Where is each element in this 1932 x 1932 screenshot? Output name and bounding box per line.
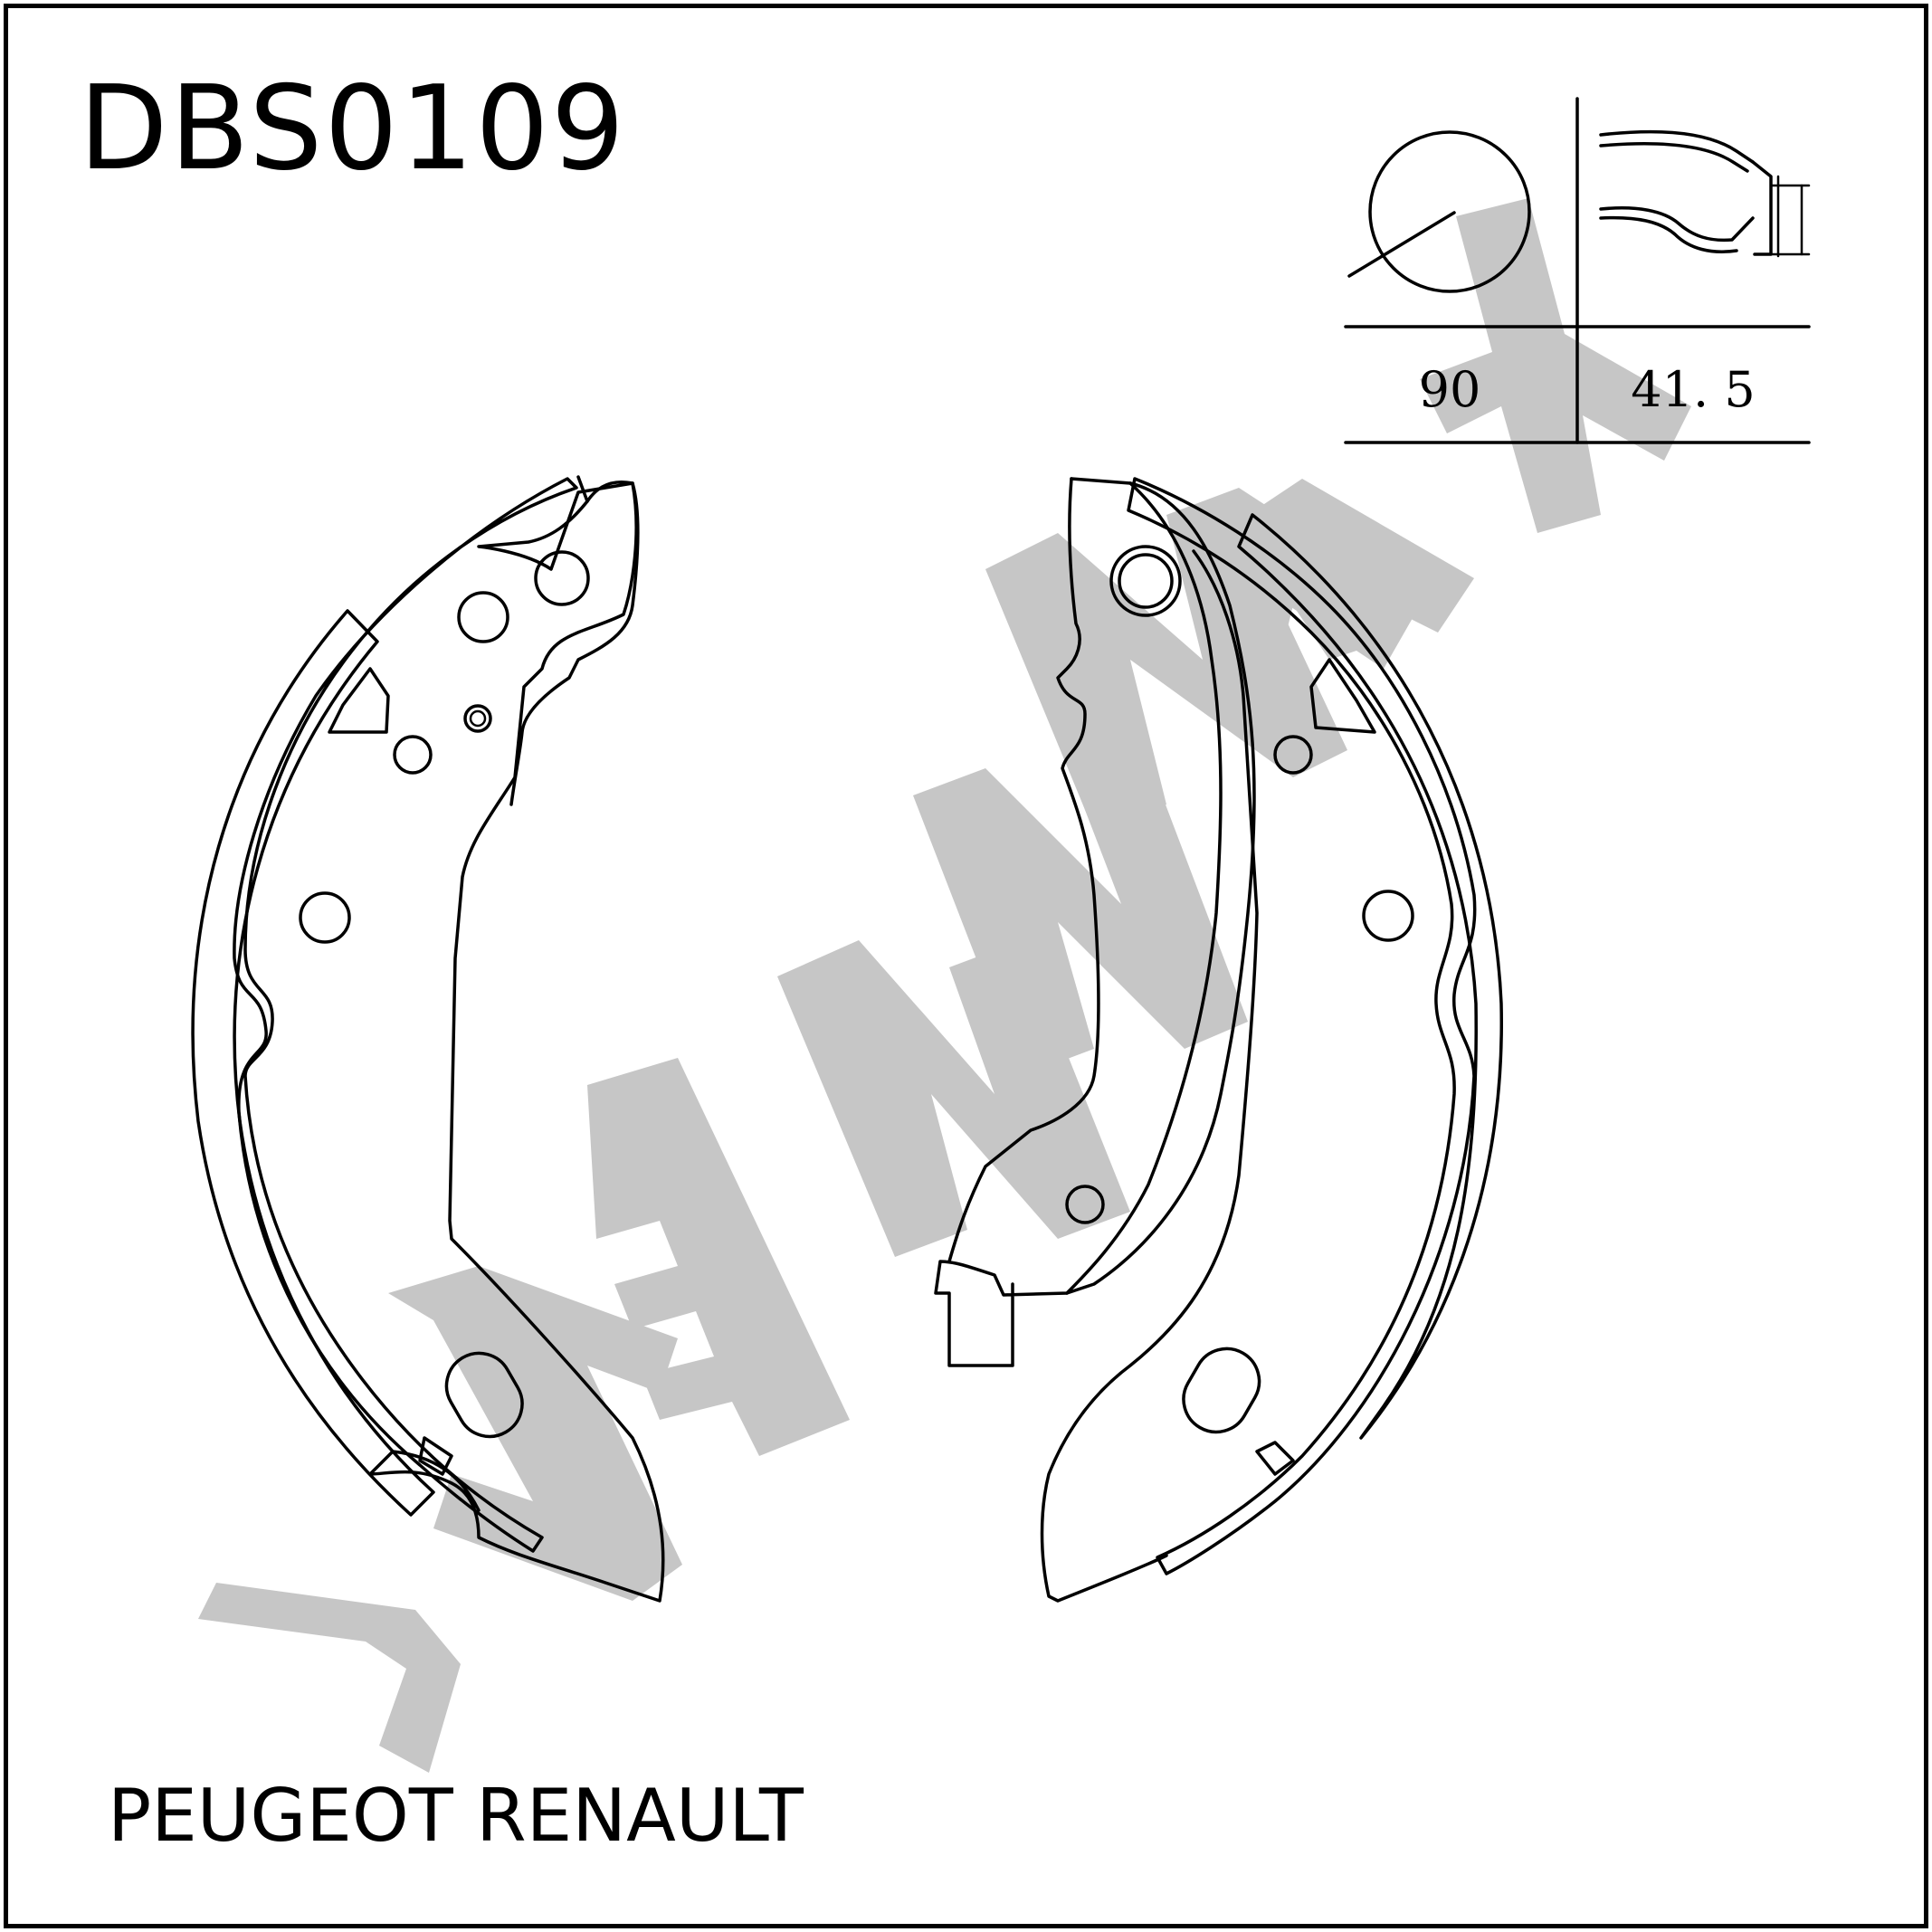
right-hole-mid (1362, 890, 1414, 942)
right-hole-upper (1273, 735, 1313, 775)
left-hole-mid (393, 735, 433, 775)
diameter-icon (1368, 130, 1531, 293)
left-hole-lower (299, 891, 351, 944)
width-value: 41. 5 (1631, 361, 1755, 418)
part-number-title: DBS0109 (79, 62, 627, 196)
diameter-icon-leader (1347, 211, 1456, 278)
left-tab-lower (418, 1436, 453, 1476)
shoe-width-icon (1599, 129, 1811, 258)
left-slot (444, 1351, 524, 1439)
brake-shoe-right (934, 477, 1503, 1603)
right-hole-lower (1065, 1185, 1105, 1224)
watermark-letter-e-2 (1239, 479, 1474, 660)
right-shoe-lining (1237, 513, 1503, 1440)
watermark-letter-e (587, 1058, 850, 1456)
left-hole-upper-right (534, 550, 590, 606)
technical-drawing: 90 41. 5 (191, 97, 1811, 1773)
right-tab-upper (1309, 658, 1376, 734)
watermark-letter-n-2 (913, 759, 1248, 1076)
left-shoe-web (368, 475, 665, 1603)
watermark-chevron (198, 1583, 461, 1773)
left-shoe-rim (233, 477, 578, 1553)
brand-watermark (198, 198, 1691, 1773)
watermark-letter-n-1 (777, 940, 1130, 1257)
right-shoe-rim (1127, 477, 1477, 1575)
diameter-value: 90 (1419, 361, 1481, 418)
right-shoe-web (934, 477, 1256, 1367)
brake-shoe-left (191, 475, 665, 1603)
right-hole-pivot (1109, 545, 1182, 617)
dimension-table: 90 41. 5 (1344, 97, 1811, 444)
watermark-letter-z (388, 1266, 682, 1601)
drawing-frame: 90 41. 5 (4, 4, 1928, 1928)
vehicle-application: PEUGEOT RENAULT (108, 1774, 804, 1858)
left-hole-small (463, 704, 492, 733)
left-tab-upper (328, 667, 390, 734)
right-slot (1182, 1347, 1261, 1434)
right-tab-lower (1255, 1441, 1295, 1476)
left-hole-upper-left (457, 591, 509, 643)
